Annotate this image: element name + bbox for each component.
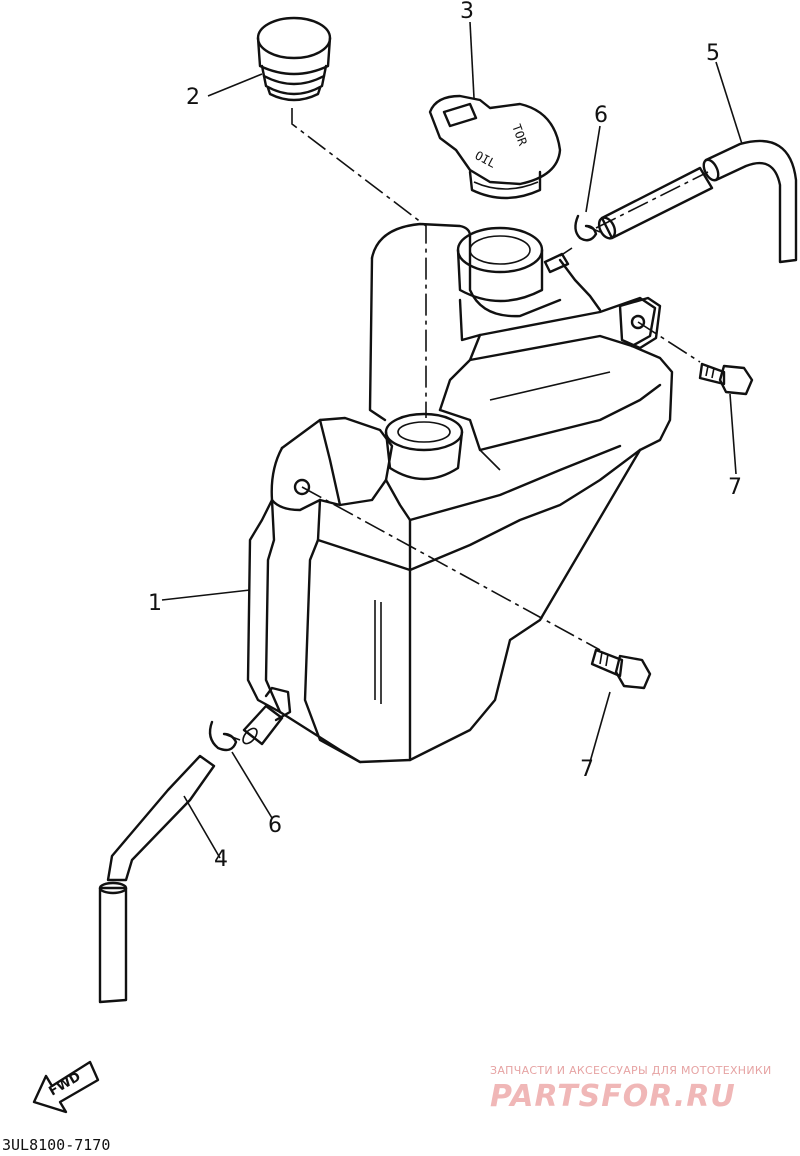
oil-tank-body xyxy=(246,222,674,764)
cap-oil-label: OIL xyxy=(473,148,499,171)
upper-hose xyxy=(597,139,798,264)
grommet-plug xyxy=(256,16,332,102)
bolt-upper xyxy=(698,362,754,396)
callout-7-lower: 7 xyxy=(580,757,594,782)
watermark: ЗАПЧАСТИ И АКСЕССУАРЫ ДЛЯ МОТОТЕХНИКИ PA… xyxy=(490,1064,772,1114)
callout-4: 4 xyxy=(214,847,228,872)
hose-clip-lower xyxy=(208,704,284,752)
assembly-lines xyxy=(291,108,709,651)
bolt-lower xyxy=(590,648,652,690)
callout-6-lower: 6 xyxy=(268,813,282,838)
filler-cap: OIL TOR xyxy=(428,94,562,200)
diagram-reference-code: 3UL8100-7170 xyxy=(2,1136,110,1154)
lower-hose xyxy=(98,754,216,1004)
watermark-subtitle: ЗАПЧАСТИ И АКСЕССУАРЫ ДЛЯ МОТОТЕХНИКИ xyxy=(490,1064,772,1077)
fwd-label: FWD xyxy=(47,1069,84,1099)
callout-7-upper: 7 xyxy=(728,475,742,500)
callout-labels: 2 3 5 6 7 1 7 6 4 xyxy=(148,0,742,872)
callout-2: 2 xyxy=(186,85,200,110)
forward-arrow-icon: FWD xyxy=(32,1060,100,1114)
hose-clip-upper xyxy=(574,214,601,242)
callout-3: 3 xyxy=(460,0,474,24)
callout-1: 1 xyxy=(148,591,162,616)
callout-6-upper: 6 xyxy=(594,103,608,128)
leader-lines xyxy=(161,21,743,859)
cap-tor-label: TOR xyxy=(509,122,530,148)
callout-5: 5 xyxy=(706,41,720,66)
watermark-brand: PARTSFOR.RU xyxy=(490,1079,736,1114)
